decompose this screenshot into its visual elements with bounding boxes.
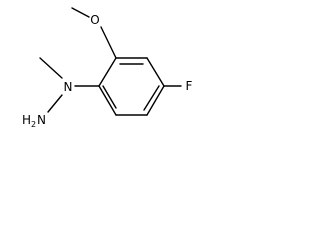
- bond-n-nh2: [47, 94, 63, 113]
- bond-methyl-o: [71, 7, 90, 18]
- amine-h-label: H: [22, 113, 31, 127]
- bond-n-methyl: [39, 57, 63, 79]
- molecule-structure: O F N H 2 N: [0, 0, 210, 153]
- bond-c5-c6: [98, 85, 117, 116]
- bond-c2-c3: [146, 57, 165, 87]
- bond-c3-c4: [146, 85, 165, 116]
- amine-n-label: N: [37, 113, 46, 127]
- bond-c6-c1: [98, 57, 117, 87]
- fluorine-label: F: [186, 79, 193, 93]
- oxygen-label: O: [90, 13, 99, 27]
- double-bond-lower-left: [102, 85, 117, 109]
- nitrogen-label: N: [64, 80, 73, 94]
- bond-o-c2: [100, 26, 117, 59]
- amine-h-count: 2: [31, 120, 36, 129]
- amine-group: H 2 N: [22, 113, 46, 129]
- double-bond-lower-right: [143, 85, 160, 111]
- molecule-svg: O F N H 2 N: [22, 7, 193, 129]
